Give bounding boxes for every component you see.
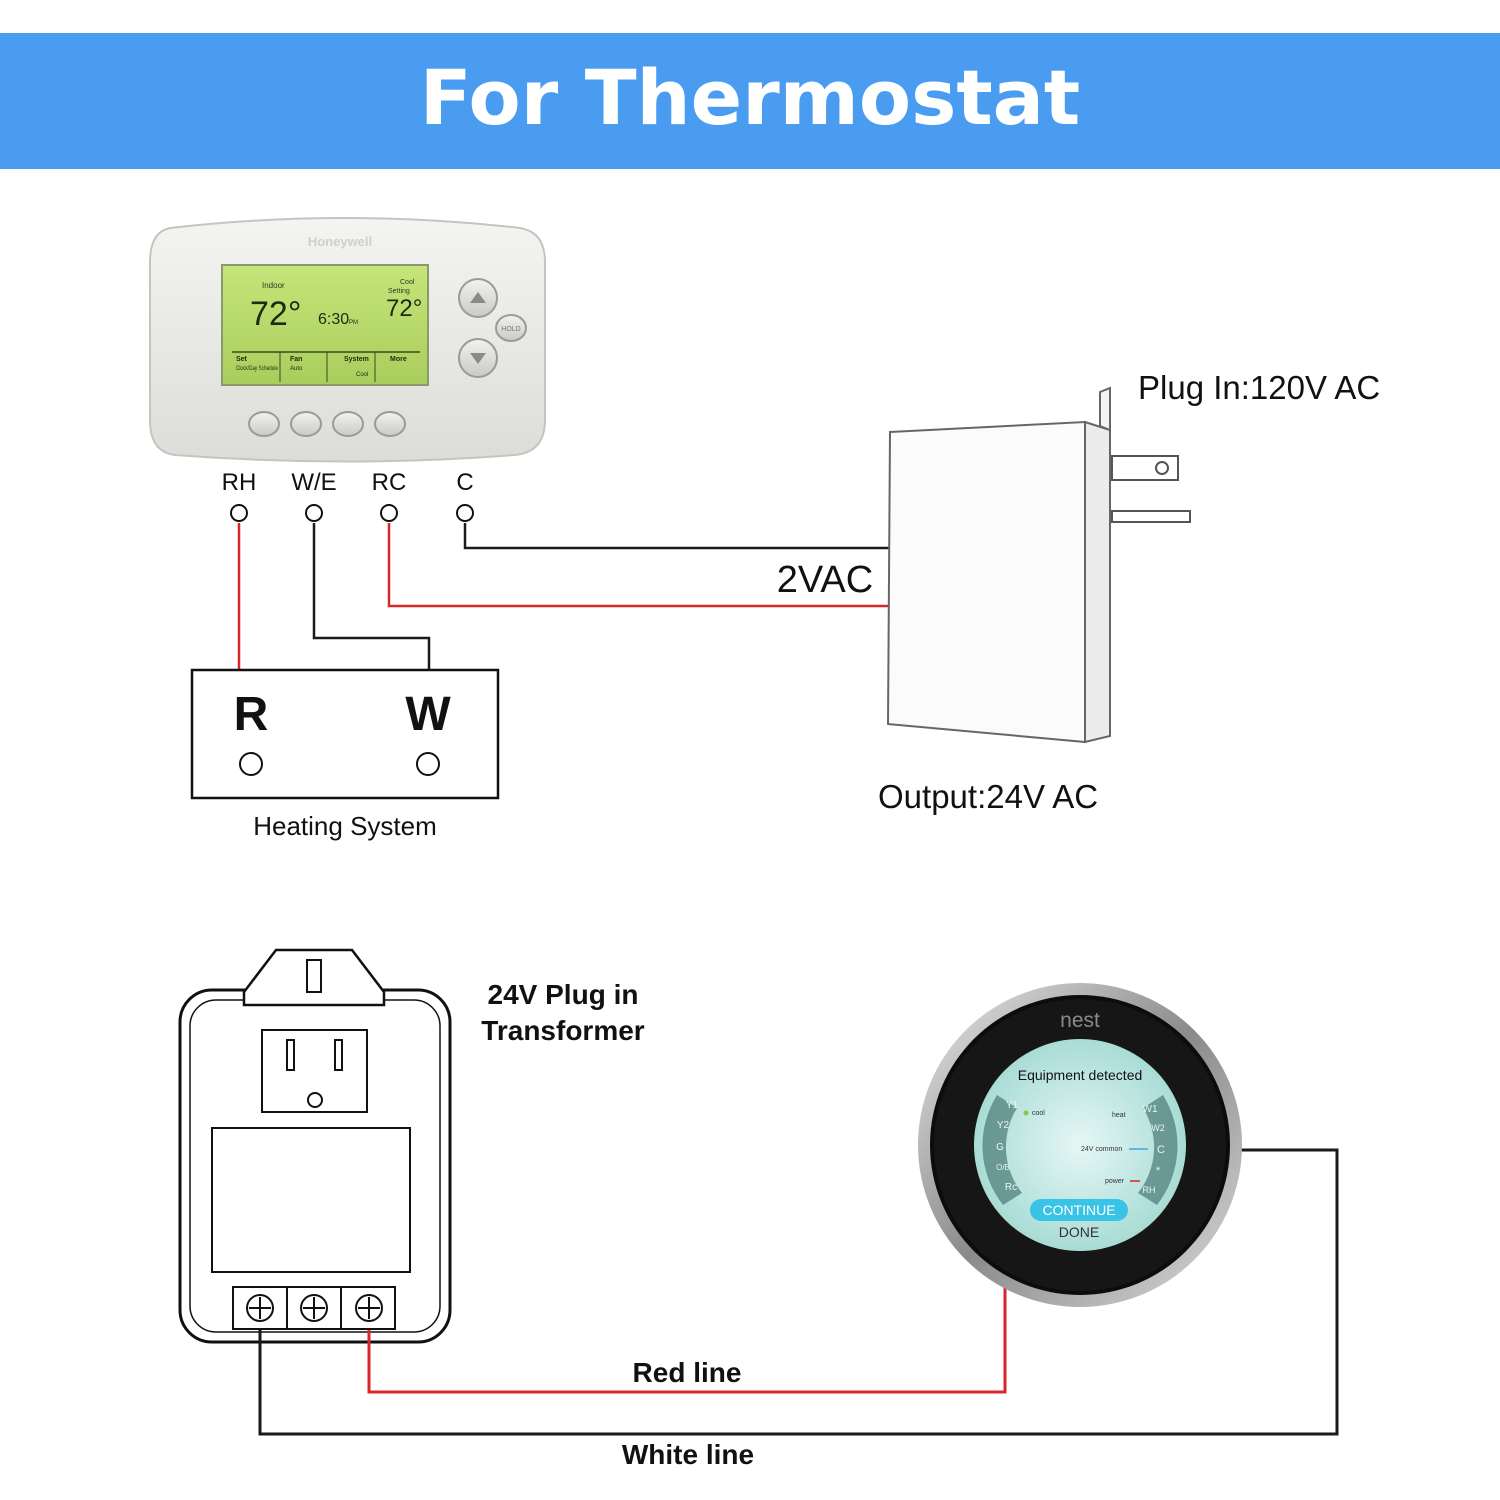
nest-terminal-y2: Y2 bbox=[997, 1120, 1010, 1131]
plug-prong-bottom bbox=[1111, 510, 1191, 523]
terminal-we bbox=[305, 504, 323, 522]
lcd-time-suffix: PM bbox=[349, 320, 358, 326]
lcd-time: 6:30 bbox=[318, 311, 349, 328]
screw-terminal-2 bbox=[300, 1294, 328, 1322]
honeywell-thermostat: Honeywell Indoor 72° 6:30 PM Cool Settin… bbox=[149, 217, 546, 463]
white-wire bbox=[258, 1148, 1339, 1436]
nest-tag-cool: cool bbox=[1032, 1110, 1045, 1117]
done-button[interactable]: DONE bbox=[1059, 1224, 1099, 1240]
screw-terminal-3 bbox=[355, 1294, 383, 1322]
nest-terminal-c: C bbox=[1157, 1144, 1165, 1156]
soft-key-button-1[interactable] bbox=[248, 411, 280, 437]
nest-terminal-ob: O/B bbox=[996, 1163, 1010, 1172]
lcd-indoor-temp: 72° bbox=[250, 295, 301, 333]
nest-terminal-y1: Y1 bbox=[1006, 1100, 1019, 1111]
soft-key-1-sub: Clock/Day Schedule bbox=[236, 366, 279, 372]
transformer-label-line2: Transformer bbox=[481, 1015, 644, 1046]
terminal-c bbox=[456, 504, 474, 522]
nest-tag-power: power bbox=[1105, 1178, 1125, 1185]
plug-in-transformer bbox=[178, 948, 452, 1344]
soft-key-2-title: Fan bbox=[290, 356, 302, 363]
plug-input-label: Plug In:120V AC bbox=[1138, 369, 1380, 406]
terminal-label-rc: RC bbox=[372, 469, 407, 496]
nest-tag-common: 24V common bbox=[1081, 1146, 1122, 1153]
adapter-output-label: Output:24V AC bbox=[878, 778, 1098, 815]
soft-key-button-2[interactable] bbox=[290, 411, 322, 437]
terminal-label-c: C bbox=[456, 469, 473, 496]
transformer-label-line1: 24V Plug in bbox=[488, 979, 639, 1010]
nest-thermostat: nest Equipment detected Y1 Y2 G O/B Rc W… bbox=[918, 983, 1242, 1307]
wire-voltage-label: 2VAC bbox=[777, 559, 873, 601]
terminal-label-we: W/E bbox=[291, 469, 336, 496]
wire-c-to-adapter bbox=[463, 523, 890, 550]
nest-terminal-g: G bbox=[996, 1142, 1004, 1153]
soft-key-1-title: Set bbox=[236, 356, 248, 363]
hold-button[interactable] bbox=[495, 314, 527, 342]
heating-terminal-w-label: W bbox=[405, 688, 451, 741]
nest-terminal-w1: W1 bbox=[1143, 1104, 1158, 1115]
continue-button[interactable] bbox=[1030, 1199, 1128, 1221]
terminal-label-rh: RH bbox=[222, 469, 257, 496]
chevron-up-icon bbox=[470, 292, 486, 303]
soft-key-button-4[interactable] bbox=[374, 411, 406, 437]
soft-key-button-3[interactable] bbox=[332, 411, 364, 437]
lcd-indoor-label: Indoor bbox=[262, 281, 285, 290]
plug-prong-top bbox=[1111, 455, 1179, 481]
plug-in-adapter bbox=[886, 386, 1191, 744]
thermostat-lcd: Indoor 72° 6:30 PM Cool Setting 72° Set … bbox=[221, 264, 429, 386]
nest-terminal-rc: Rc bbox=[1005, 1182, 1017, 1193]
nest-header: Equipment detected bbox=[1018, 1067, 1143, 1083]
red-line-label: Red line bbox=[633, 1357, 742, 1388]
banner-title: For Thermostat bbox=[419, 53, 1081, 142]
soft-key-4-title: More bbox=[390, 356, 407, 363]
soft-key-3-sub: Cool bbox=[356, 372, 368, 378]
soft-key-2-sub: Auto bbox=[290, 366, 303, 372]
white-line-label: White line bbox=[622, 1439, 754, 1470]
transformer-label-panel bbox=[211, 1127, 411, 1273]
title-banner: For Thermostat bbox=[0, 33, 1500, 169]
terminal-rh bbox=[230, 504, 248, 522]
chevron-down-icon bbox=[470, 353, 486, 364]
thermostat-brand: Honeywell bbox=[308, 234, 372, 249]
nest-terminal-rh: RH bbox=[1143, 1185, 1156, 1195]
heating-terminal-r-label: R bbox=[234, 688, 269, 741]
wire-rc-to-adapter bbox=[387, 523, 890, 608]
lcd-setting-label-1: Cool bbox=[400, 279, 415, 286]
lcd-setting-label-2: Setting bbox=[388, 288, 410, 295]
nest-terminal-w2: W2 bbox=[1151, 1123, 1165, 1133]
heating-system: R W bbox=[190, 668, 500, 800]
soft-key-3-title: System bbox=[344, 356, 369, 363]
lcd-setting-temp: 72° bbox=[386, 295, 422, 322]
heating-terminal-w bbox=[416, 752, 440, 776]
screw-terminal-1 bbox=[246, 1294, 274, 1322]
nest-screen bbox=[974, 1039, 1186, 1251]
nest-tag-heat: heat bbox=[1112, 1112, 1126, 1119]
continue-button-label: CONTINUE bbox=[1042, 1202, 1115, 1218]
heating-terminal-r bbox=[239, 752, 263, 776]
wire-we-to-w bbox=[312, 523, 431, 670]
heating-system-caption: Heating System bbox=[253, 811, 437, 841]
red-wire bbox=[367, 1208, 1007, 1394]
nest-brand: nest bbox=[1060, 1009, 1100, 1032]
terminal-rc bbox=[380, 504, 398, 522]
nest-terminal-star: * bbox=[1156, 1165, 1161, 1177]
hold-label: HOLD bbox=[501, 326, 520, 333]
